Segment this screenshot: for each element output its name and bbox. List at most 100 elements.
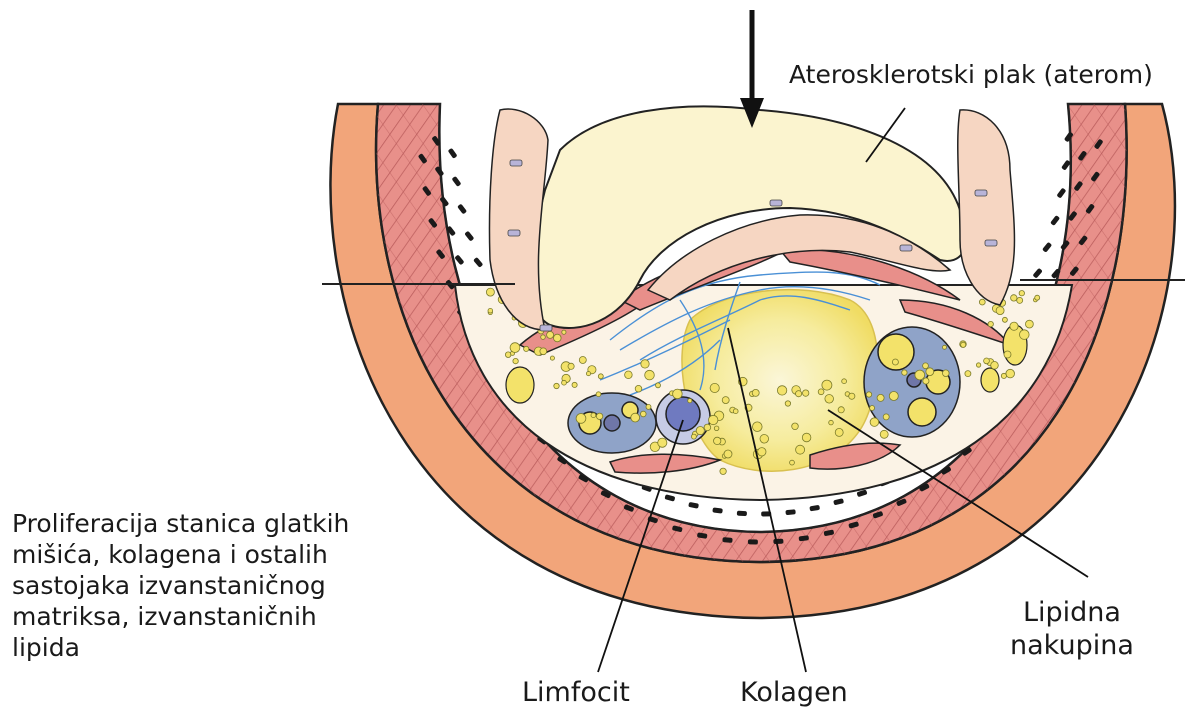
lipid-droplet: [915, 370, 925, 380]
lipid-droplet: [722, 397, 729, 404]
lipid-droplet: [961, 342, 966, 347]
lipid-droplet: [1004, 351, 1011, 358]
lipid-droplet: [877, 394, 884, 401]
lipid-droplet: [923, 378, 929, 384]
lipid-droplet: [486, 288, 494, 296]
lipid-droplet: [488, 308, 493, 313]
lipid-droplet: [1026, 320, 1034, 328]
lipid-droplet: [842, 379, 847, 384]
lipid-droplet: [691, 434, 696, 439]
lipid-droplet: [596, 413, 602, 419]
nucleus: [1061, 160, 1071, 171]
lipid-droplet: [883, 414, 889, 420]
label-lipid-line: nakupina: [1010, 629, 1134, 662]
lipid-droplet: [554, 334, 562, 342]
nucleus: [737, 511, 747, 517]
lipid-droplet: [524, 346, 529, 351]
lipid-droplet: [758, 448, 766, 456]
lipid-droplet: [835, 428, 843, 436]
nucleus: [457, 204, 467, 215]
lipid-droplet: [1002, 317, 1007, 322]
lipid-droplet: [1035, 295, 1040, 300]
lipid-droplet: [510, 343, 520, 353]
lipid-droplet: [576, 414, 586, 424]
lipid-droplet: [796, 391, 802, 397]
nucleus: [722, 537, 732, 543]
nucleus: [454, 254, 464, 265]
lipid-droplet: [943, 345, 947, 349]
lipid-droplet: [641, 411, 647, 417]
label-proliferation-line: mišića, kolagena i ostalih: [12, 539, 349, 570]
lipid-droplet: [1011, 295, 1017, 301]
nucleus: [1050, 215, 1060, 226]
lipid-droplet: [777, 386, 786, 395]
label-lipid-pool: Lipidna nakupina: [1010, 596, 1134, 662]
lipid-droplet: [562, 330, 566, 334]
lipid-droplet: [753, 422, 763, 432]
lipid-droplet: [572, 382, 577, 387]
lipid-droplet: [513, 358, 518, 363]
lipid-droplet: [658, 438, 667, 447]
lipid-droplet: [976, 363, 980, 367]
lipid-droplet: [704, 424, 711, 431]
nucleus: [464, 231, 474, 242]
lipid-droplet: [866, 392, 871, 397]
lipid-droplet: [596, 392, 601, 397]
lipid-droplet: [760, 435, 769, 444]
label-proliferation-line: matriksa, izvanstaničnih: [12, 601, 349, 632]
nucleus: [748, 539, 758, 544]
nucleus: [448, 148, 458, 159]
lipid-droplet: [541, 335, 546, 340]
lipid-droplet: [991, 362, 999, 370]
label-proliferation-line: Proliferacija stanica glatkih: [12, 508, 349, 539]
lipid-droplet: [562, 380, 567, 385]
nucleus: [712, 507, 723, 513]
lipid-core: [682, 290, 878, 472]
lipid-droplet: [965, 371, 971, 377]
lipid-droplet: [1020, 330, 1030, 340]
lipid-droplet: [792, 423, 799, 430]
label-lipid-line: Lipidna: [1010, 596, 1134, 629]
lipid-droplet: [540, 348, 547, 355]
lipid-droplet: [733, 409, 738, 414]
nucleus: [688, 502, 699, 509]
lipid-droplet: [923, 363, 929, 369]
lipid-droplet: [892, 359, 898, 365]
lipid-droplet: [714, 426, 719, 431]
lipid-droplet: [631, 413, 640, 422]
lipid-droplet: [673, 389, 683, 399]
lipid-droplet: [889, 392, 898, 401]
lipid-droplet: [838, 407, 844, 413]
lipid-droplet: [720, 468, 726, 474]
lipid-droplet: [870, 418, 879, 427]
nucleus: [1056, 188, 1066, 199]
nucleus: [809, 505, 820, 512]
lipid-droplet: [825, 395, 834, 404]
lipid-droplet: [829, 420, 834, 425]
nucleus: [785, 509, 795, 515]
lipid-droplet: [641, 360, 649, 368]
lipid-droplet: [625, 371, 633, 379]
nucleus: [664, 494, 675, 501]
lipid-droplet: [550, 356, 554, 360]
lipid-droplet: [849, 393, 855, 399]
lipid-droplet: [926, 368, 934, 376]
lipid-droplet: [943, 370, 950, 377]
lipid-droplet: [710, 383, 719, 392]
lipid-droplet: [724, 450, 732, 458]
nucleus: [473, 257, 483, 268]
lymphocyte-cell: [656, 390, 710, 444]
lipid-droplet: [902, 370, 907, 375]
label-lymphocyte: Limfocit: [522, 676, 630, 709]
label-proliferation-line: sastojaka izvanstaničnog: [12, 570, 349, 601]
lipid-droplet: [1017, 297, 1023, 303]
lipid-droplet: [656, 383, 661, 388]
lipid-droplet: [984, 358, 990, 364]
lipid-droplet: [802, 433, 811, 442]
lipid-droplet: [709, 415, 718, 424]
lipid-droplet: [803, 390, 809, 396]
lipid-droplet: [591, 413, 596, 418]
label-plaque: Aterosklerotski plak (aterom): [789, 58, 1153, 91]
lipid-droplet: [646, 404, 651, 409]
lipid-droplet: [1001, 373, 1006, 378]
